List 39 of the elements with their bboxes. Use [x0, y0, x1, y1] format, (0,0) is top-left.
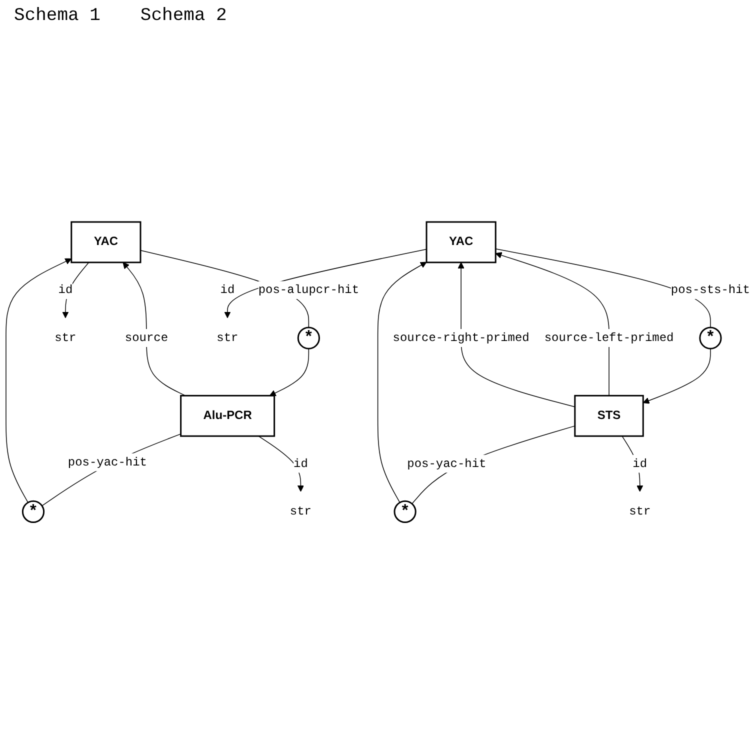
node-circle: *: [297, 326, 320, 350]
schema-label: Schema 1: [14, 6, 100, 26]
edge-label: pos-alupcr-hit: [258, 283, 360, 297]
arrow: [6, 258, 72, 503]
arrow: [495, 252, 610, 396]
arrow: [224, 248, 427, 318]
arrow: [642, 348, 711, 404]
connector: [495, 248, 711, 328]
edge-label: pos-yac-hit: [68, 456, 147, 470]
node-circle: *: [699, 326, 722, 350]
node-box: YAC: [426, 221, 496, 264]
node-text: str: [629, 505, 651, 518]
arrow: [258, 436, 304, 492]
node-circle: *: [22, 500, 45, 524]
connector: [140, 250, 310, 328]
node-box: Alu-PCR: [180, 394, 276, 437]
node-text: str: [54, 331, 76, 345]
arrow: [622, 436, 644, 492]
edge-label: pos-sts-hit: [670, 283, 750, 297]
node-text: str: [216, 331, 238, 345]
arrow: [269, 348, 310, 396]
edge-label: id: [220, 283, 235, 297]
edge-label: source-right-primed: [392, 331, 530, 345]
node-text: str: [290, 505, 312, 518]
arrow: [122, 262, 186, 396]
node-circle: *: [394, 500, 416, 524]
connector: [42, 434, 182, 506]
arrow: [458, 262, 576, 408]
schema-label: Schema 2: [140, 6, 227, 26]
edge-label: id: [294, 457, 308, 471]
edge-label: id: [632, 457, 648, 471]
arrow: [62, 262, 90, 318]
arrow: [377, 262, 427, 503]
node-box: STS: [574, 394, 644, 437]
edge-label: source-left-primed: [544, 331, 674, 345]
node-box: YAC: [70, 221, 142, 264]
edge-label: source: [124, 331, 168, 345]
edge-label: id: [58, 283, 73, 297]
edge-label: pos-yac-hit: [407, 457, 486, 471]
